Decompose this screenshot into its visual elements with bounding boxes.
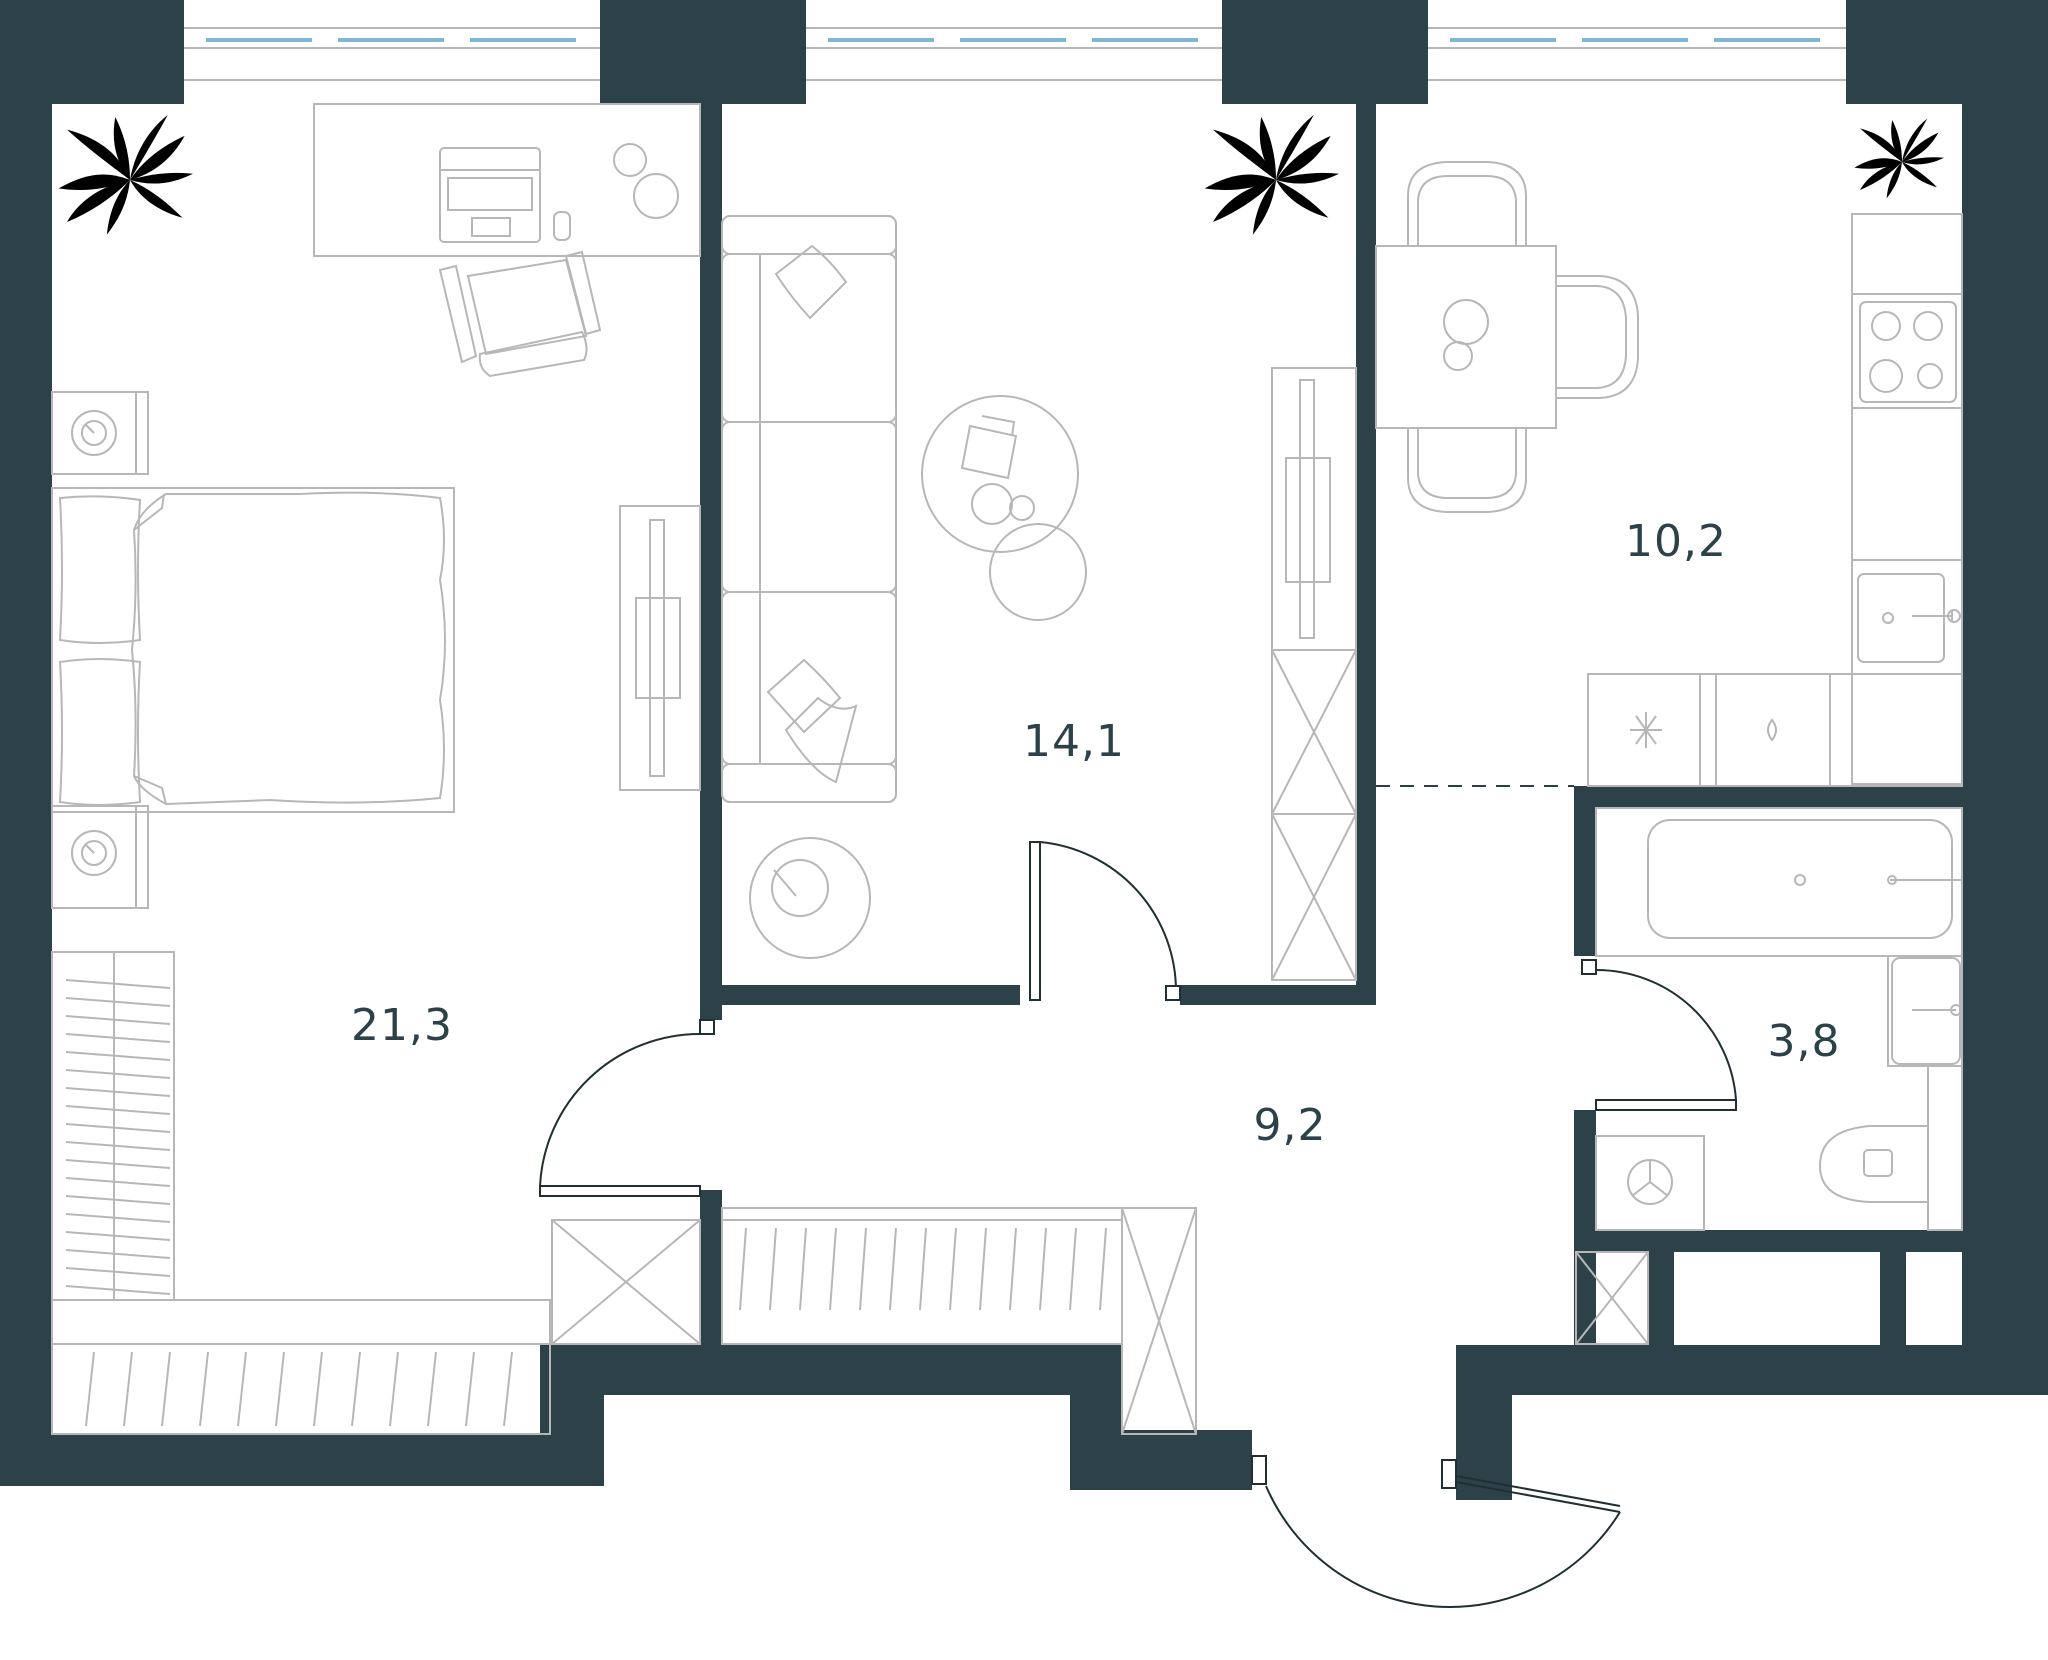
wardrobe-hatch	[237, 1351, 247, 1427]
plant-icon	[1854, 118, 1944, 199]
wardrobe-hatch	[65, 1051, 171, 1061]
wardrobe-hatch	[275, 1351, 285, 1427]
wardrobe-icon	[51, 1299, 551, 1435]
wardrobe-hatch	[65, 1231, 171, 1241]
wardrobe-hatch	[65, 997, 171, 1007]
wardrobe-hatch	[889, 1227, 897, 1311]
wardrobe-hatch	[65, 1213, 171, 1223]
area-labels: 21,3 14,1 10,2 9,2 3,8	[351, 516, 1841, 1151]
double-bed-icon	[51, 487, 455, 813]
wardrobe-hatch	[65, 1285, 171, 1295]
kitchen-appliance	[1630, 712, 1777, 748]
wardrobe-hatch	[65, 1105, 171, 1115]
wardrobe-hatch	[769, 1227, 777, 1311]
dining-table-icon	[1375, 161, 1639, 513]
wardrobe-hatch	[1099, 1227, 1107, 1311]
door-swing-icon[interactable]	[1251, 1455, 1621, 1609]
wardrobe-hatch	[65, 1159, 171, 1169]
tv-stand-icon	[619, 505, 701, 791]
wardrobe-hatch	[465, 1351, 475, 1427]
wardrobe-hatch	[1009, 1227, 1017, 1311]
wardrobe-hatch	[65, 1087, 171, 1097]
washbasin-icon	[1887, 955, 1963, 1067]
wardrobe-hatch	[65, 1015, 171, 1025]
plant-icon	[1204, 114, 1339, 235]
wardrobe-hatch	[1039, 1227, 1047, 1311]
door-swing-icon[interactable]	[1581, 959, 1737, 1111]
wardrobe-hatch	[65, 1249, 171, 1259]
office-chair-icon	[438, 250, 602, 378]
wardrobe-hatch	[65, 1141, 171, 1151]
kitchen-counter	[1587, 213, 1963, 787]
interior-walls	[700, 100, 1964, 1350]
wardrobe-hatch	[85, 1351, 95, 1427]
wardrobe-hatch	[65, 1177, 171, 1187]
wardrobe-hatch	[799, 1227, 807, 1311]
washing-machine-icon	[1595, 1135, 1705, 1231]
wardrobe-hatch	[65, 1123, 171, 1133]
wardrobe-icon	[551, 1219, 701, 1345]
wardrobe-hatch	[313, 1351, 323, 1427]
desk-icon	[313, 103, 701, 257]
wardrobe-hatch	[979, 1227, 987, 1311]
floor-lamp-icon	[749, 837, 871, 959]
wardrobe-hatch	[427, 1351, 437, 1427]
sofa-icon	[721, 215, 897, 803]
wardrobe-hatch	[351, 1351, 361, 1427]
cooktop-icon	[1859, 301, 1957, 403]
wardrobe-hatch	[65, 1267, 171, 1277]
wardrobe-hatch	[161, 1351, 171, 1427]
bathtub-icon	[1595, 807, 1963, 957]
door-swing-icon[interactable]	[539, 1019, 715, 1197]
wardrobe-hatch	[1069, 1227, 1077, 1311]
wardrobe-hatch	[65, 979, 171, 989]
wardrobe-hatch	[123, 1351, 133, 1427]
coffee-table-icon	[921, 395, 1087, 621]
plant-icon	[58, 114, 193, 235]
kitchen-sink-icon	[1857, 573, 1961, 663]
room-area-kitchen: 10,2	[1625, 516, 1727, 567]
exterior-walls	[0, 0, 2048, 1500]
wardrobe-hatch	[65, 1033, 171, 1043]
room-area-hallway: 9,2	[1254, 1100, 1327, 1151]
wardrobe-hatch	[919, 1227, 927, 1311]
laptop-icon	[439, 147, 541, 243]
room-area-living-room: 14,1	[1023, 716, 1125, 767]
wardrobe-icon	[1271, 649, 1357, 981]
wardrobe-hatch	[65, 1069, 171, 1079]
wardrobe-hatch	[829, 1227, 837, 1311]
wardrobe-hatch	[503, 1351, 513, 1427]
room-area-bathroom: 3,8	[1768, 1016, 1841, 1067]
wardrobe-icon	[1121, 1207, 1197, 1435]
wardrobe-hatch	[65, 1195, 171, 1205]
room-area-bedroom: 21,3	[351, 1000, 453, 1051]
wardrobe-hatch	[739, 1227, 747, 1311]
windows	[184, 0, 1846, 82]
wardrobe-hatch	[859, 1227, 867, 1311]
door-swing-icon[interactable]	[1029, 841, 1181, 1001]
wardrobe-hatch	[389, 1351, 399, 1427]
wardrobe-hatch	[949, 1227, 957, 1311]
nightstand-icon	[51, 391, 149, 475]
tv-stand-icon	[1271, 367, 1357, 651]
toilet-icon	[1818, 1065, 1963, 1231]
wardrobe-hatch	[199, 1351, 209, 1427]
nightstand-icon	[51, 805, 149, 909]
wardrobe-icon	[1575, 1251, 1649, 1345]
